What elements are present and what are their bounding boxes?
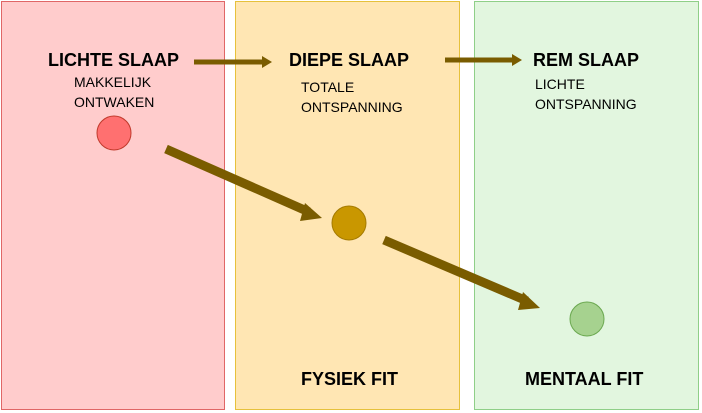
stage-desc-line: ONTSPANNING <box>301 99 403 115</box>
dot-light-sleep <box>96 115 132 151</box>
stage-desc-line: TOTALE <box>301 79 355 95</box>
stage-desc-light: MAKKELIJK ONTWAKEN <box>74 72 154 112</box>
outcome-physical-label: FYSIEK FIT <box>301 369 399 389</box>
stage-desc-line: LICHTE <box>535 76 585 92</box>
arrow-head <box>518 292 540 310</box>
dot-deep-sleep <box>331 205 367 241</box>
stage-title-deep: DIEPE SLAAP <box>289 50 410 70</box>
arrow-light-to-physical <box>164 144 311 217</box>
stage-desc-line: MAKKELIJK <box>74 74 152 90</box>
stage-desc-deep: TOTALE ONTSPANNING <box>301 77 403 117</box>
arrow-head <box>512 54 522 66</box>
panel-light-sleep <box>1 1 225 410</box>
stage-desc-line: ONTWAKEN <box>74 94 155 110</box>
stage-title-light: LICHTE SLAAP <box>48 50 180 70</box>
stage-title-rem: REM SLAAP <box>533 50 640 70</box>
outcome-mental-label: MENTAAL FIT <box>525 369 644 389</box>
arrow-head <box>300 203 322 221</box>
panel-deep-sleep <box>235 1 460 410</box>
dot-rem-sleep <box>569 301 605 337</box>
stage-desc-rem: LICHTE ONTSPANNING <box>535 74 637 114</box>
arrow-head <box>262 56 272 68</box>
arrow-physical-to-mental <box>382 235 529 306</box>
stage-desc-line: ONTSPANNING <box>535 96 637 112</box>
panel-rem-sleep <box>474 1 699 410</box>
